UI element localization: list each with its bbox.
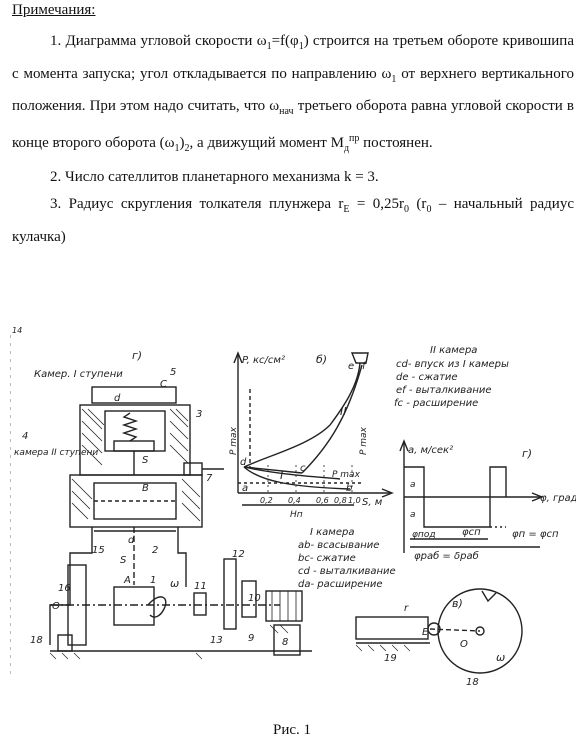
cam-a2: a <box>410 510 416 520</box>
pv-p1max: P max <box>332 470 361 480</box>
legend2-0: II камера <box>430 345 477 356</box>
label-4: 4 <box>22 431 28 442</box>
cam-mechanism <box>355 588 523 674</box>
label-S3: S <box>142 455 149 466</box>
pv-point-a: a <box>242 483 248 494</box>
legend1-0: I камера <box>310 527 354 538</box>
label-13: 13 <box>210 635 223 646</box>
pv-tick-2: 0,4 <box>288 496 301 505</box>
pv-diagram <box>233 351 394 506</box>
pv-label-b: б) <box>316 353 327 366</box>
dim-d1: d <box>114 393 121 404</box>
pv-tick-4: 0,8 <box>334 496 347 505</box>
mech-label-g: г) <box>132 349 142 362</box>
label-1: 1 <box>150 575 156 586</box>
cam-rE: r <box>404 603 409 614</box>
cam-y-label: a, м/сек² <box>408 445 453 456</box>
cam-label-g: г) <box>522 447 532 460</box>
notes-title: Примечания: <box>12 2 96 18</box>
cam-phi-sp: φсп <box>462 527 481 538</box>
cam-x-label: φ, град <box>540 493 576 504</box>
pv-hn: Hп <box>290 510 303 520</box>
pv-y-label: P, кс/см² <box>242 355 285 366</box>
cam-E: E <box>422 627 429 638</box>
pv-point-f: f <box>362 361 367 372</box>
dim-d2: d <box>128 535 135 546</box>
pv-point-c: c <box>300 463 306 474</box>
label-C: С <box>160 379 167 390</box>
chamber-2-label: камера II ступени <box>14 448 98 458</box>
cam-label-v: в) <box>452 597 463 610</box>
pv-tick-5: 1,0 <box>348 496 361 505</box>
label-omega: ω <box>170 577 179 590</box>
label-10: 10 <box>248 593 261 604</box>
label-5: 5 <box>170 367 176 378</box>
legend2-1: cd- впуск из I камеры <box>396 359 509 370</box>
legend1-2: bc- сжатие <box>298 553 356 564</box>
pv-point-b: b <box>346 483 352 494</box>
note-3: 3. Радиус скругления толкателя плунжера … <box>12 196 574 245</box>
chamber-1-label: Камер. I ступени <box>34 369 123 380</box>
label-12: 12 <box>232 549 245 560</box>
label-11: 11 <box>194 581 207 592</box>
cam-phi-pod: φпод <box>412 530 436 540</box>
label-9: 9 <box>248 633 254 644</box>
note-2: 2. Число сателлитов планетарного механиз… <box>50 169 379 185</box>
label-A: A <box>123 575 131 586</box>
cam-a1: a <box>410 480 416 490</box>
label-15: 15 <box>92 545 105 556</box>
cam-label-18: 18 <box>466 677 479 688</box>
figure-1: г) Камер. I ступени d 5 С 3 4 камера II … <box>10 326 576 688</box>
label-B: В <box>142 483 149 494</box>
label-3: 3 <box>196 409 202 420</box>
pv-x-label: S, м <box>362 497 383 508</box>
pv-pmin: P max <box>229 426 239 455</box>
note-1: 1. Диаграмма угловой скорости ω1=f(φ1) с… <box>12 33 574 154</box>
label-S2: S <box>120 555 127 566</box>
legend1-3: cd - выталкивание <box>298 566 396 577</box>
pv-tick-1: 0,2 <box>260 496 273 505</box>
pv-tick-3: 0,6 <box>316 496 329 505</box>
legend2-4: fc - расширение <box>394 398 478 409</box>
label-16: 16 <box>58 583 71 594</box>
cam-O2: O <box>460 639 468 650</box>
legend1-1: ab- всасывание <box>298 540 379 551</box>
side-note: 14 <box>12 326 22 335</box>
legend2-3: ef - выталкивание <box>396 385 492 396</box>
pv-roman-1: I <box>280 469 283 482</box>
cam-omega-k: ω <box>496 651 505 664</box>
label-8: 8 <box>282 637 288 648</box>
cam-label-19: 19 <box>384 653 397 664</box>
acceleration-diagram <box>399 439 544 553</box>
label-Ol: O <box>52 601 60 612</box>
label-2: 2 <box>152 545 158 556</box>
label-18: 18 <box>30 635 43 646</box>
compressor-mechanism <box>10 335 312 675</box>
pv-roman-2: II <box>340 405 347 418</box>
cam-phi-rab: φраб = δраб <box>414 550 479 562</box>
pv-point-d: d <box>240 457 247 468</box>
pv-p2max: P max <box>359 426 369 455</box>
legend1-4: da- расширение <box>298 579 383 590</box>
pv-point-e: e <box>348 361 354 372</box>
label-7: 7 <box>206 473 213 484</box>
cam-phi-p: φп = φсп <box>512 529 559 540</box>
figure-caption: Рис. 1 <box>272 722 312 738</box>
legend2-2: de - сжатие <box>396 372 458 383</box>
